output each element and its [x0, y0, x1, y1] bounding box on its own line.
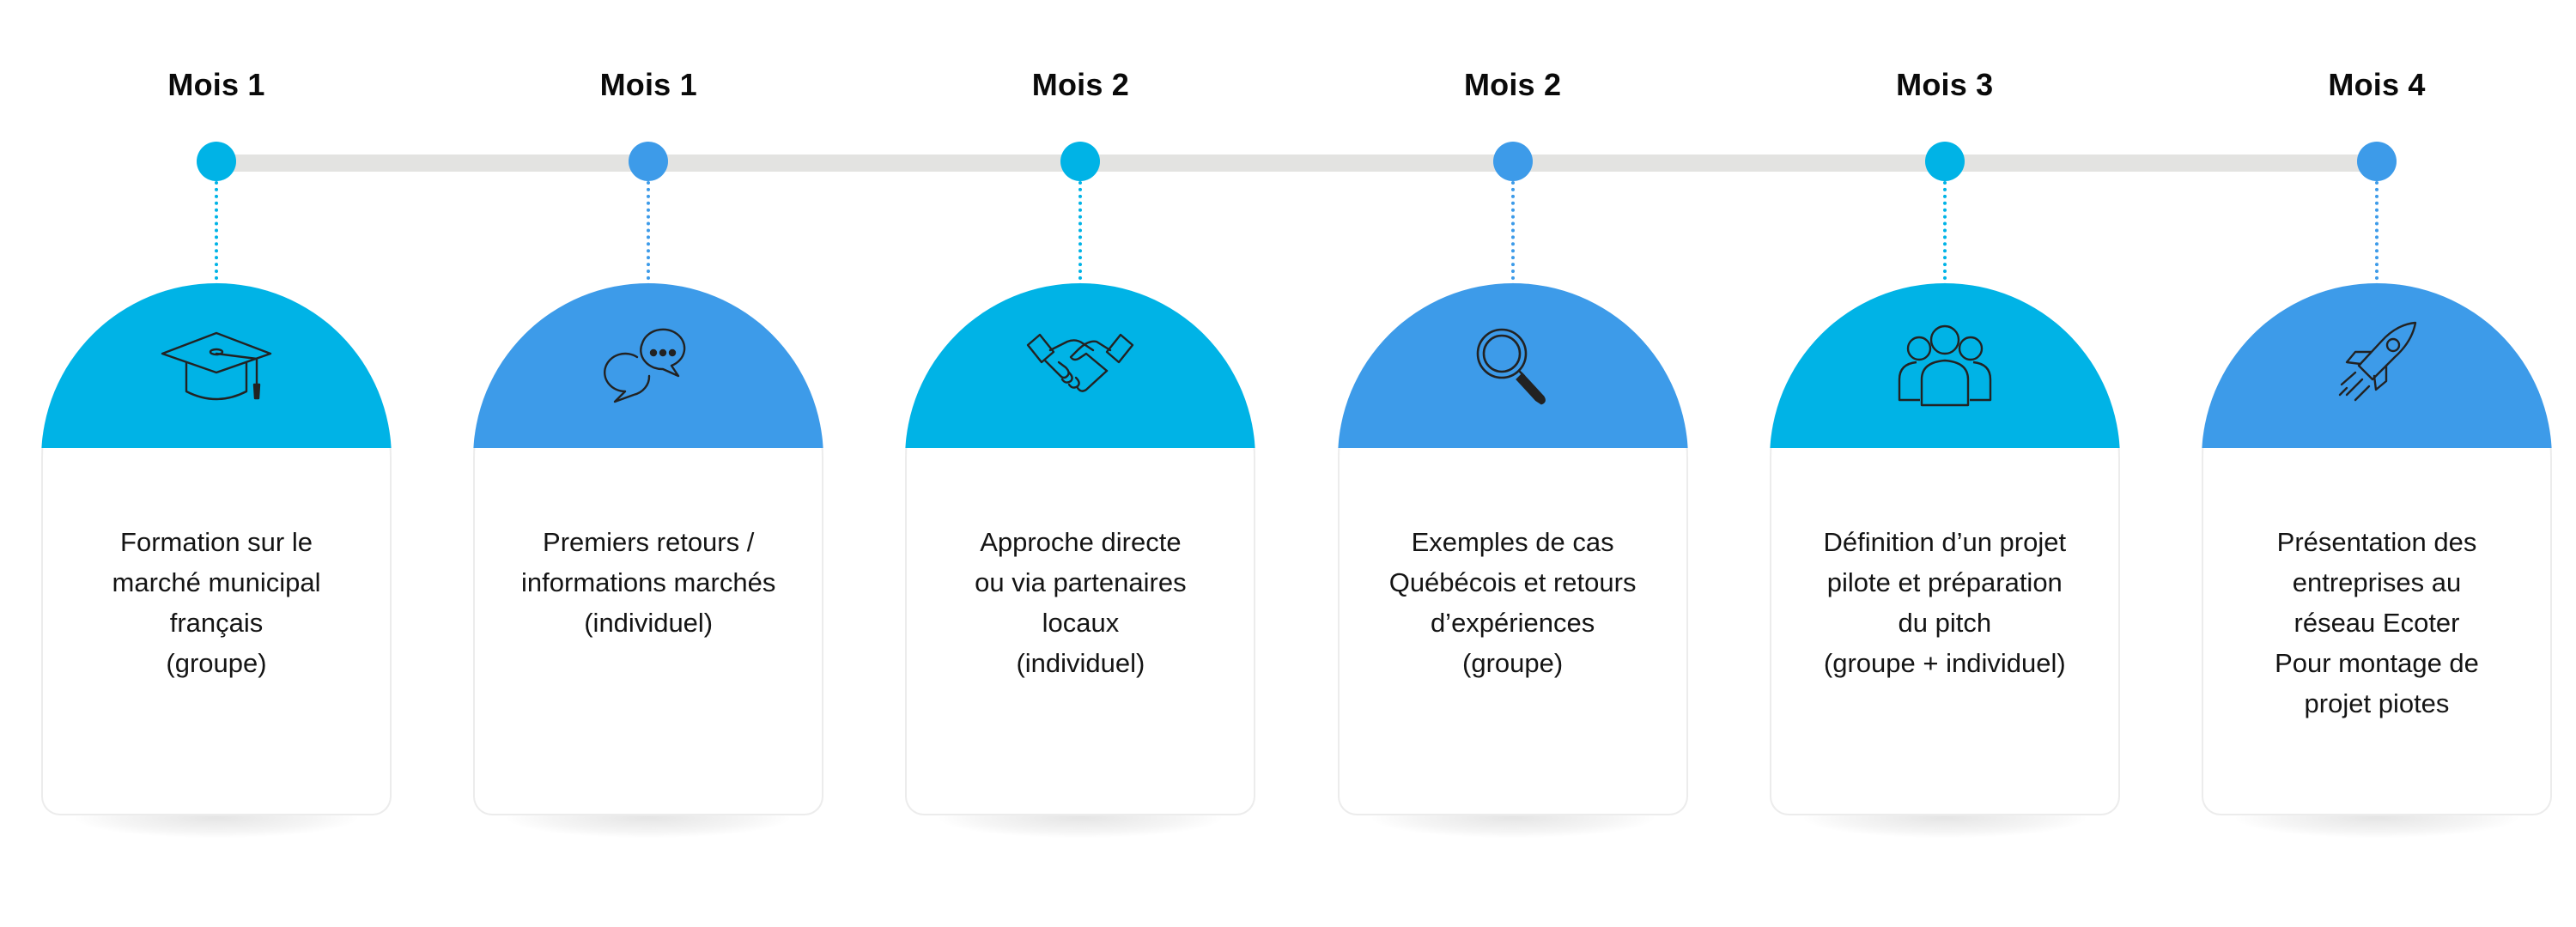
- description-line: entreprises au: [2292, 567, 2462, 597]
- description-line: marché municipal: [112, 567, 321, 597]
- timeline-dot[interactable]: [1060, 142, 1101, 181]
- description-line: Définition d’un projet: [1823, 527, 2067, 557]
- step-card[interactable]: Formation sur le marché municipal français…: [41, 283, 392, 815]
- timeline-dot[interactable]: [2357, 142, 2397, 181]
- dotted-connector: [1510, 181, 1515, 287]
- description-line: informations marchés: [521, 567, 776, 597]
- timeline-step: Mois 1 Premiers retours / informations mar…: [473, 0, 824, 927]
- step-card[interactable]: Approche directe ou via partenaires locaux…: [905, 283, 1256, 815]
- card-header-dome: [41, 283, 392, 448]
- step-description: Approche directe ou via partenaires locaux…: [922, 522, 1238, 683]
- month-label: Mois 4: [2328, 67, 2426, 102]
- timeline-dot[interactable]: [1492, 142, 1533, 181]
- description-line: (groupe + individuel): [1823, 648, 2066, 678]
- description-line: Exemples de cas: [1411, 527, 1614, 557]
- dotted-connector: [1078, 181, 1083, 287]
- team-icon: [1889, 318, 2001, 412]
- timeline-track: [216, 154, 2377, 172]
- description-line: ou via partenaires: [975, 567, 1187, 597]
- description-line: français: [169, 608, 264, 638]
- month-label: Mois 3: [1896, 67, 1994, 102]
- month-label: Mois 1: [167, 67, 265, 102]
- description-line: (groupe): [166, 648, 267, 678]
- timeline-dot[interactable]: [1924, 142, 1965, 181]
- month-label: Mois 2: [1463, 67, 1562, 102]
- card-header-dome: [1769, 283, 2120, 448]
- timeline-step: Mois 3 Définition d’un projet pilote et pr…: [1769, 0, 2120, 927]
- month-label: Mois 1: [599, 67, 697, 102]
- description-line: réseau Ecoter: [2293, 608, 2460, 638]
- step-description: Présentation des entreprises au réseau Eco…: [2219, 522, 2535, 724]
- card-header-dome: [905, 283, 1256, 448]
- step-description: Formation sur le marché municipal français…: [58, 522, 374, 683]
- description-line: d’expériences: [1430, 608, 1595, 638]
- timeline-step: Mois 4 Présentation des entreprises au rése…: [2202, 0, 2552, 927]
- description-line: Québécois et retours: [1388, 567, 1637, 597]
- magnifier-icon: [1457, 318, 1569, 412]
- description-line: Formation sur le: [120, 527, 313, 557]
- dotted-connector: [1942, 181, 1947, 287]
- graduation-cap-icon: [161, 318, 272, 412]
- description-line: (groupe): [1462, 648, 1564, 678]
- dotted-connector: [215, 181, 218, 287]
- description-line: projet piotes: [2304, 688, 2450, 718]
- timeline-dot[interactable]: [197, 142, 236, 181]
- description-line: du pitch: [1898, 608, 1992, 638]
- timeline-dot[interactable]: [629, 142, 669, 181]
- handshake-icon: [1024, 318, 1136, 412]
- month-label: Mois 2: [1031, 67, 1129, 102]
- description-line: locaux: [1042, 608, 1120, 638]
- card-header-dome: [473, 283, 824, 448]
- step-card[interactable]: Présentation des entreprises au réseau Eco…: [2202, 283, 2552, 815]
- description-line: Présentation des: [2276, 527, 2477, 557]
- step-card[interactable]: Définition d’un projet pilote et préparat…: [1769, 283, 2120, 815]
- description-line: Pour montage de: [2275, 648, 2479, 678]
- step-description: Définition d’un projet pilote et préparat…: [1787, 522, 2103, 683]
- chat-bubbles-icon: [592, 318, 704, 412]
- rocket-icon: [2321, 318, 2433, 412]
- description-line: pilote et préparation: [1826, 567, 2063, 597]
- card-header-dome: [2202, 283, 2552, 448]
- description-line: Premiers retours /: [543, 527, 755, 557]
- description-line: (individuel): [584, 608, 714, 638]
- timeline-step: Mois 2 Approche directe ou via partenaires…: [905, 0, 1256, 927]
- step-description: Premiers retours / informations marchés (i…: [490, 522, 806, 643]
- description-line: Approche directe: [980, 527, 1182, 557]
- description-line: (individuel): [1016, 648, 1145, 678]
- step-card[interactable]: Premiers retours / informations marchés (i…: [473, 283, 824, 815]
- timeline-step: Mois 1 Formation sur le marché municipal fr…: [41, 0, 392, 927]
- card-header-dome: [1337, 283, 1688, 448]
- dotted-connector: [647, 181, 651, 287]
- dotted-connector: [2375, 181, 2379, 287]
